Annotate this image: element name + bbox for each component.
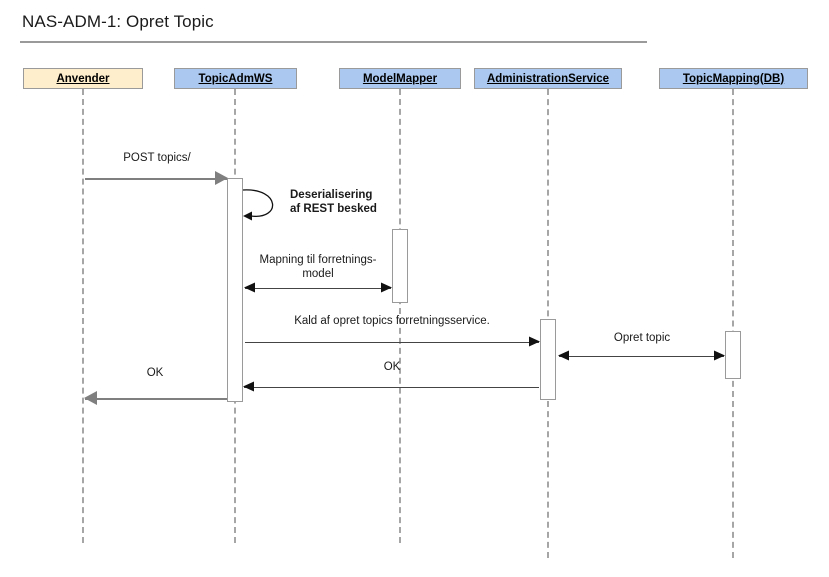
message-line — [85, 398, 227, 400]
activation-bar-topicmappingdb — [725, 331, 741, 379]
message-line — [245, 342, 539, 343]
message-line — [245, 288, 391, 289]
participant-label: ModelMapper — [362, 72, 438, 85]
arrowhead-left — [244, 282, 255, 293]
message-label-msg-mapning: Mapning til forretnings- model — [259, 254, 377, 280]
arrowhead-left — [558, 350, 569, 361]
page-title: NAS-ADM-1: Opret Topic — [22, 12, 214, 31]
message-line — [244, 387, 539, 388]
lifeline-topicmappingdb — [732, 89, 734, 558]
arrowhead-right — [529, 336, 540, 347]
message-label-msg-post-topics: POST topics/ — [123, 152, 191, 164]
arrowhead-right — [714, 350, 725, 361]
arrowhead-right — [215, 171, 228, 185]
activation-bar-topicadmws — [227, 178, 243, 402]
participant-topicmappingdb[interactable]: TopicMapping(DB) — [659, 68, 808, 89]
activation-bar-modelmapper — [392, 229, 408, 303]
participant-label: Anvender — [56, 72, 110, 85]
arrowhead-left — [84, 391, 97, 405]
lifeline-modelmapper — [399, 89, 401, 543]
lifeline-anvender — [82, 89, 84, 543]
participant-label: AdministrationService — [486, 72, 610, 85]
participant-modelmapper[interactable]: ModelMapper — [339, 68, 461, 89]
participant-anvender[interactable]: Anvender — [23, 68, 143, 89]
message-label-msg-deserialisering: Deserialisering af REST besked — [290, 189, 377, 215]
message-line — [85, 178, 227, 180]
activation-bar-adminservice — [540, 319, 556, 400]
participant-label: TopicMapping(DB) — [682, 72, 785, 85]
participant-topicadmws[interactable]: TopicAdmWS — [174, 68, 297, 89]
title-divider — [20, 41, 647, 43]
message-msg-deserialisering — [242, 188, 281, 221]
participant-adminservice[interactable]: AdministrationService — [474, 68, 622, 89]
arrowhead-left — [243, 381, 254, 392]
message-line — [559, 356, 724, 357]
message-label-msg-kald-opret-topics: Kald af opret topics forretningsservice. — [294, 315, 490, 327]
message-label-msg-opret-topic: Opret topic — [613, 332, 671, 344]
message-label-msg-ok-anvender: OK — [146, 367, 164, 379]
message-label-msg-ok-adminservice: OK — [383, 361, 401, 373]
arrowhead-right — [381, 282, 392, 293]
participant-label: TopicAdmWS — [198, 72, 273, 85]
